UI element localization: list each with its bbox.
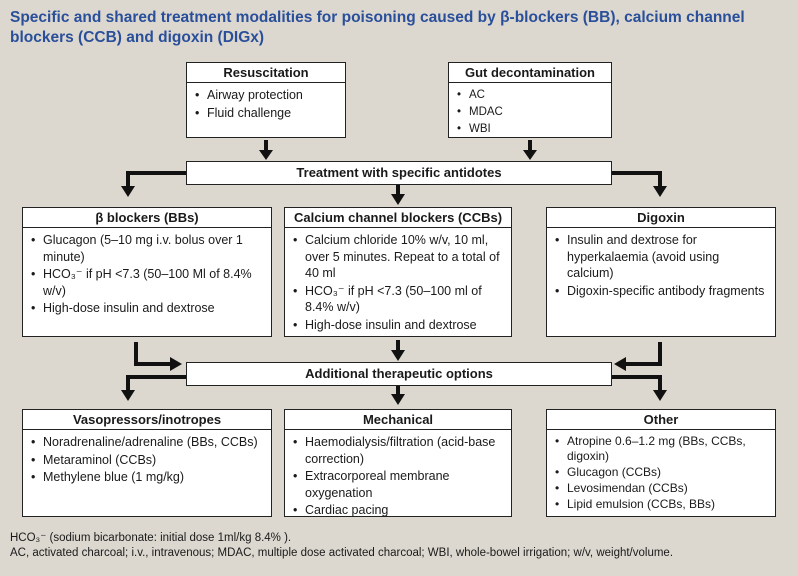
additional-options-bar: Additional therapeutic options: [186, 362, 612, 386]
vasopressors-box: Vasopressors/inotropes Noradrenaline/adr…: [22, 409, 272, 517]
ccb-heading: Calcium channel blockers (CCBs): [285, 208, 511, 228]
list-item: Glucagon (CCBs): [555, 465, 769, 480]
list-item: Calcium chloride 10% w/v, 10 ml, over 5 …: [293, 232, 505, 282]
ccb-box: Calcium channel blockers (CCBs) Calcium …: [284, 207, 512, 337]
mechanical-heading: Mechanical: [285, 410, 511, 430]
resuscitation-box: Resuscitation Airway protection Fluid ch…: [186, 62, 346, 138]
list-item: Methylene blue (1 mg/kg): [31, 469, 265, 486]
list-item: Extracorporeal membrane oxygenation: [293, 468, 505, 501]
list-item: WBI: [457, 121, 605, 137]
other-heading: Other: [547, 410, 775, 430]
list-item: Airway protection: [195, 87, 339, 104]
list-item: High-dose insulin and dextrose: [293, 317, 505, 334]
list-item: Haemodialysis/filtration (acid-base corr…: [293, 434, 505, 467]
gut-decontamination-heading: Gut decontamination: [449, 63, 611, 83]
list-item: Noradrenaline/adrenaline (BBs, CCBs): [31, 434, 265, 451]
vasopressors-heading: Vasopressors/inotropes: [23, 410, 271, 430]
list-item: High-dose insulin and dextrose: [31, 300, 265, 317]
digoxin-box: Digoxin Insulin and dextrose for hyperka…: [546, 207, 776, 337]
footnote-abbreviations: AC, activated charcoal; i.v., intravenou…: [10, 547, 674, 559]
other-box: Other Atropine 0.6–1.2 mg (BBs, CCBs, di…: [546, 409, 776, 517]
list-item: Glucagon (5–10 mg i.v. bolus over 1 minu…: [31, 232, 265, 265]
list-item: HCO₃⁻ if pH <7.3 (50–100 ml of 8.4% w/v): [293, 283, 505, 316]
list-item: Digoxin-specific antibody fragments: [555, 283, 769, 300]
list-item: Atropine 0.6–1.2 mg (BBs, CCBs, digoxin): [555, 434, 769, 464]
list-item: Insulin and dextrose for hyperkalaemia (…: [555, 232, 769, 282]
figure-title: Specific and shared treatment modalities…: [10, 9, 745, 46]
resuscitation-heading: Resuscitation: [187, 63, 345, 83]
list-item: MDAC: [457, 104, 605, 120]
gut-decontamination-box: Gut decontamination AC MDAC WBI: [448, 62, 612, 138]
list-item: Fluid challenge: [195, 105, 339, 122]
beta-blockers-heading: β blockers (BBs): [23, 208, 271, 228]
digoxin-heading: Digoxin: [547, 208, 775, 228]
list-item: Metaraminol (CCBs): [31, 452, 265, 469]
footnote-bicarbonate: HCO₃⁻ (sodium bicarbonate: initial dose …: [10, 532, 292, 544]
mechanical-box: Mechanical Haemodialysis/filtration (aci…: [284, 409, 512, 519]
specific-antidotes-bar: Treatment with specific antidotes: [186, 161, 612, 185]
list-item: Cardiac pacing: [293, 502, 505, 519]
beta-blockers-box: β blockers (BBs) Glucagon (5–10 mg i.v. …: [22, 207, 272, 337]
list-item: HCO₃⁻ if pH <7.3 (50–100 Ml of 8.4% w/v): [31, 266, 265, 299]
list-item: Levosimendan (CCBs): [555, 481, 769, 496]
list-item: AC: [457, 87, 605, 103]
list-item: Lipid emulsion (CCBs, BBs): [555, 497, 769, 512]
